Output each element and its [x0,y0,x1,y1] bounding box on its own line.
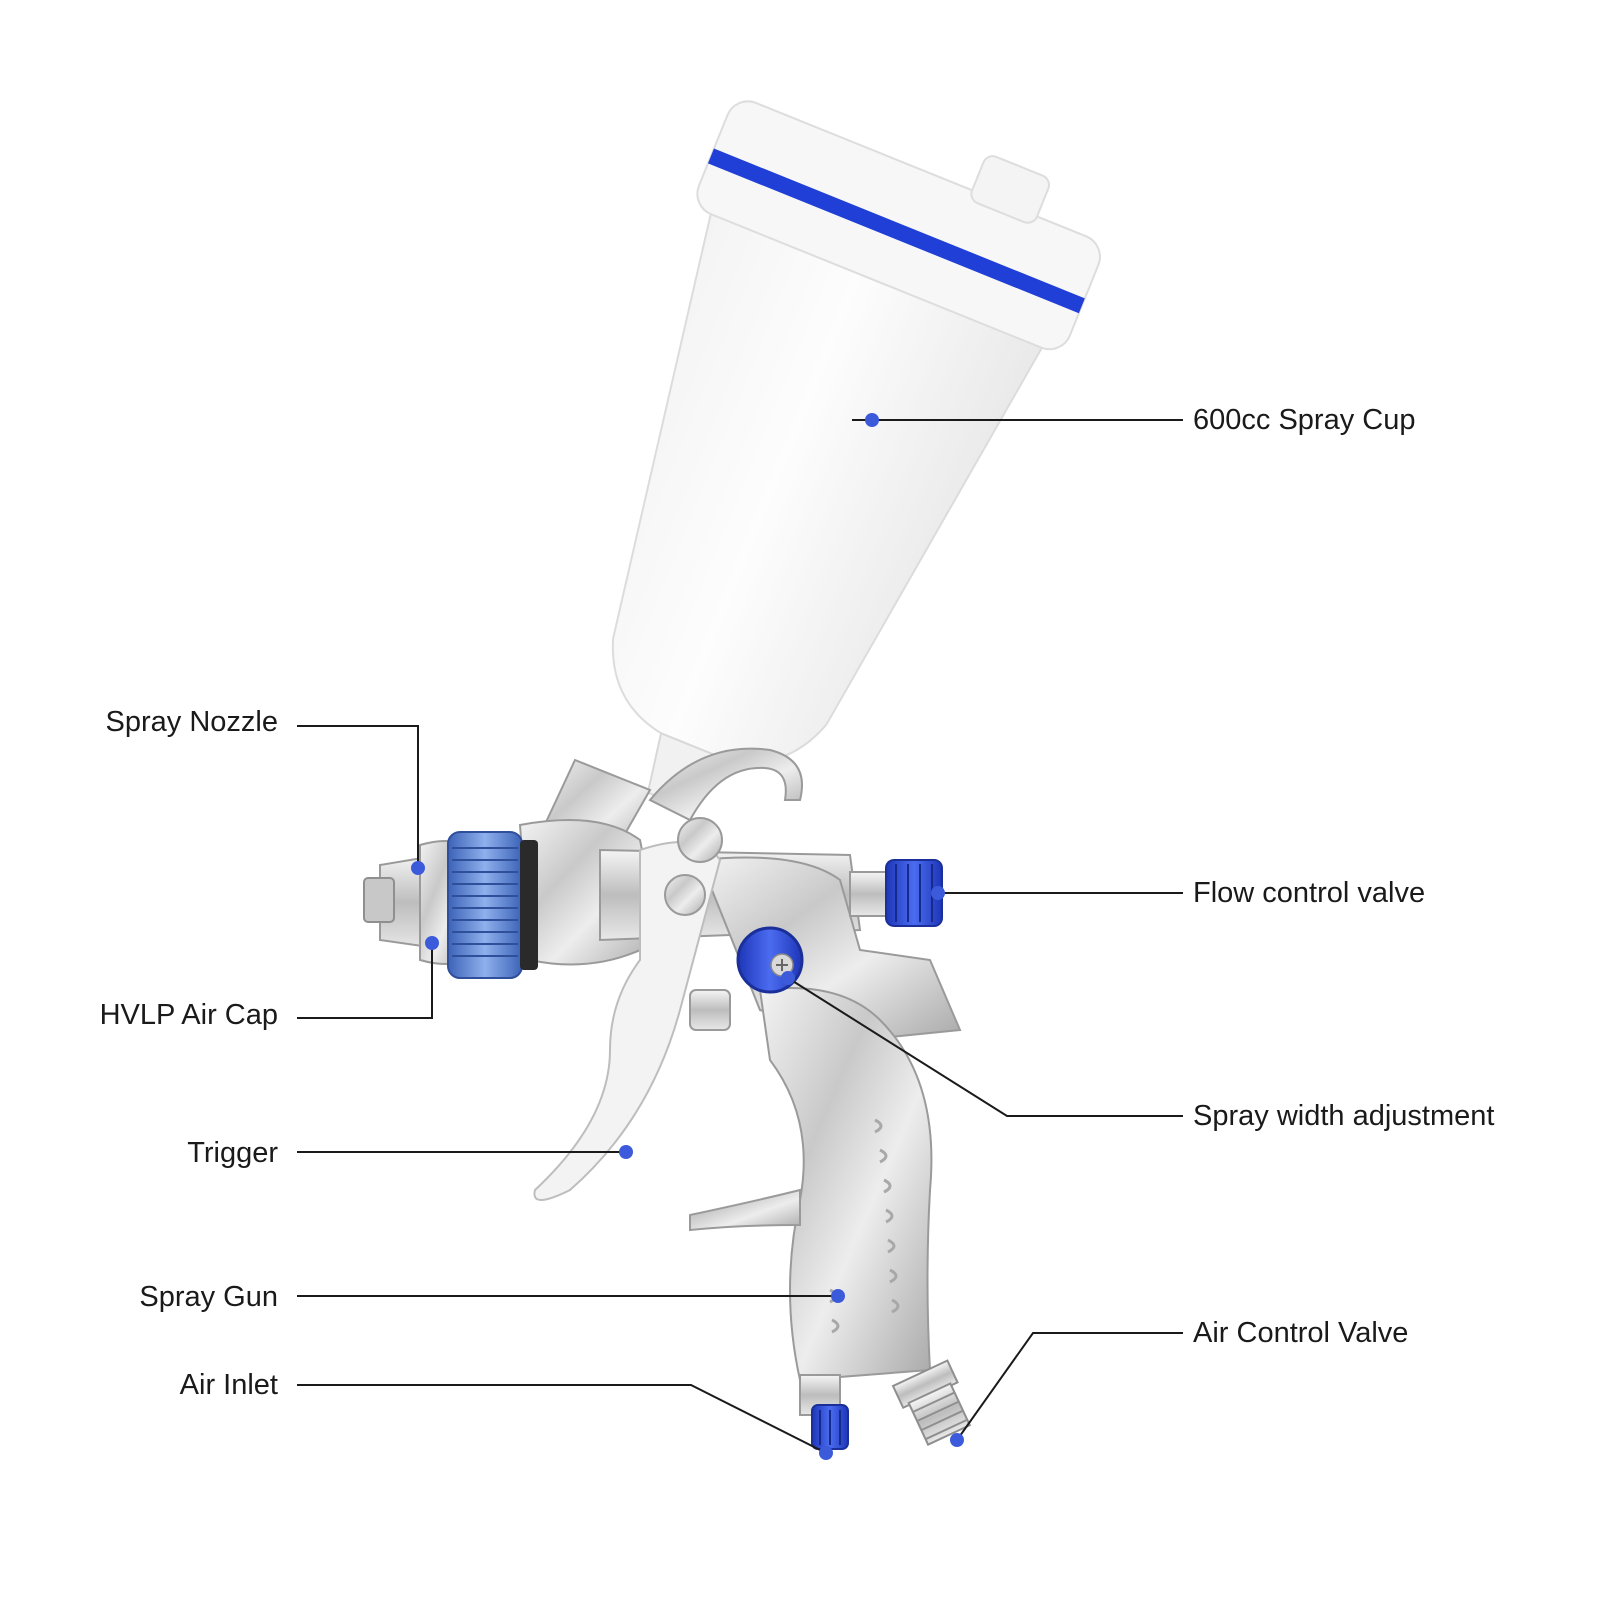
label-spray-width-adjustment: Spray width adjustment [1193,1100,1495,1132]
dot-hvlp-air-cap [425,936,439,950]
dot-air-inlet [819,1446,833,1460]
dot-spray-nozzle [411,861,425,875]
label-spray-cup: 600cc Spray Cup [1193,404,1416,436]
label-spray-nozzle: Spray Nozzle [105,706,278,738]
label-hvlp-air-cap: HVLP Air Cap [99,999,278,1031]
leader-air-inlet [297,1384,827,1454]
leader-hvlp-air-cap [297,946,433,1019]
leader-lines [297,419,1183,1454]
leader-spray-nozzle [297,725,419,868]
marker-dots [411,413,964,1460]
dot-spray-gun [831,1289,845,1303]
leader-air-control-valve [956,1332,1183,1441]
label-spray-gun: Spray Gun [139,1281,278,1313]
dot-air-control-valve [950,1433,964,1447]
dot-trigger [619,1145,633,1159]
label-flow-control-valve: Flow control valve [1193,877,1426,909]
label-air-control-valve: Air Control Valve [1193,1317,1409,1349]
leader-spray-width-adjustment [787,977,1183,1117]
dot-spray-width-adjustment [781,971,795,985]
dot-flow-control-valve [931,886,945,900]
spray-cup [611,100,1101,813]
label-air-inlet: Air Inlet [179,1369,278,1401]
label-trigger: Trigger [187,1137,278,1169]
dot-spray-cup [865,413,879,427]
